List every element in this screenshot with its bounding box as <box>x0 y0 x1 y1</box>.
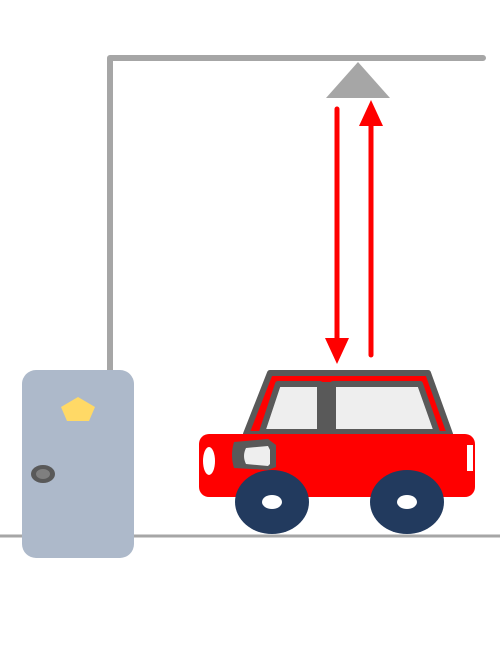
car-rear-light <box>467 445 473 471</box>
arrow-up-icon <box>359 100 383 358</box>
sensor-frame <box>107 55 486 373</box>
pentagon-light-icon <box>61 397 95 421</box>
triangle-sensor-icon <box>326 62 390 98</box>
car-rear-window <box>330 381 440 435</box>
car-front-window <box>259 381 323 435</box>
car-front-wheel <box>235 470 309 534</box>
car-rear-wheel <box>370 470 444 534</box>
car-front-light <box>203 447 215 475</box>
control-panel-icon <box>22 370 134 558</box>
arrow-down-icon <box>325 106 349 364</box>
car-icon <box>199 370 475 534</box>
